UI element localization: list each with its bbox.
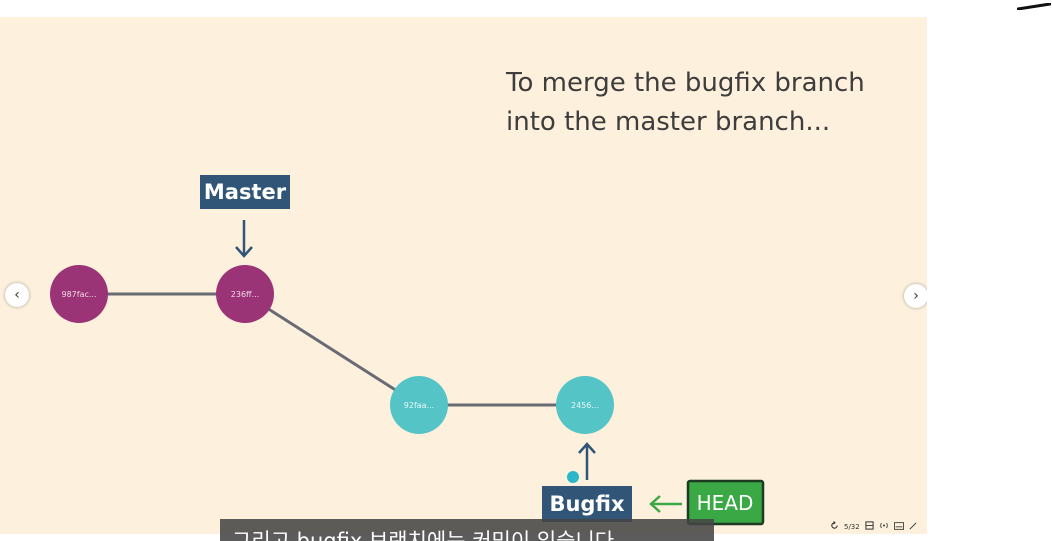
subtitle-text: 그리고 bugfix 브랜치에는 커밋이 있습니다 xyxy=(232,529,615,541)
commit-label-c3: 92faa... xyxy=(404,401,434,410)
commit-node-c4 xyxy=(556,376,614,434)
broadcast-icon[interactable] xyxy=(879,521,889,532)
pen-stroke-mark xyxy=(1017,3,1051,10)
captions-icon[interactable] xyxy=(893,521,904,532)
branch-diagram: To merge the bugfix branch into the mast… xyxy=(0,17,927,534)
bugfix-arrow-head xyxy=(578,442,596,454)
chevron-left-icon: ‹ xyxy=(14,287,20,303)
commit-label-c1: 987fac... xyxy=(61,290,96,299)
master-label-box xyxy=(200,175,290,209)
page-indicator: 5/32 xyxy=(844,522,860,531)
collapse-icon[interactable] xyxy=(909,521,917,532)
edge-c2-c3 xyxy=(244,292,420,407)
pointer-dot-icon xyxy=(567,471,579,483)
commit-node-c3 xyxy=(390,376,448,434)
head-label-box xyxy=(686,479,765,526)
slide: To merge the bugfix branch into the mast… xyxy=(0,17,927,534)
slide-background xyxy=(0,17,927,534)
player-controls: 5/32 xyxy=(830,519,930,534)
next-slide-button[interactable]: › xyxy=(904,284,927,308)
master-label: Master xyxy=(204,180,287,204)
chevron-right-icon: › xyxy=(913,288,919,304)
bugfix-label: Bugfix xyxy=(549,492,625,516)
commit-node-c1 xyxy=(50,265,108,323)
master-arrow-head xyxy=(235,246,253,258)
commit-node-c2 xyxy=(216,265,274,323)
head-label: HEAD xyxy=(697,491,754,515)
grid-icon[interactable] xyxy=(865,521,874,532)
commit-label-c2: 236ff... xyxy=(231,290,259,299)
caption-line-1: To merge the bugfix branch xyxy=(505,68,865,98)
previous-slide-button[interactable]: ‹ xyxy=(5,283,29,307)
caption-line-2: into the master branch... xyxy=(506,107,830,137)
subtitle-bar: 그리고 bugfix 브랜치에는 커밋이 있습니다 xyxy=(220,519,714,541)
head-arrow-head xyxy=(649,495,661,513)
refresh-icon[interactable] xyxy=(830,521,839,532)
bugfix-label-box xyxy=(542,486,632,522)
commit-label-c4: 2456... xyxy=(571,401,599,410)
